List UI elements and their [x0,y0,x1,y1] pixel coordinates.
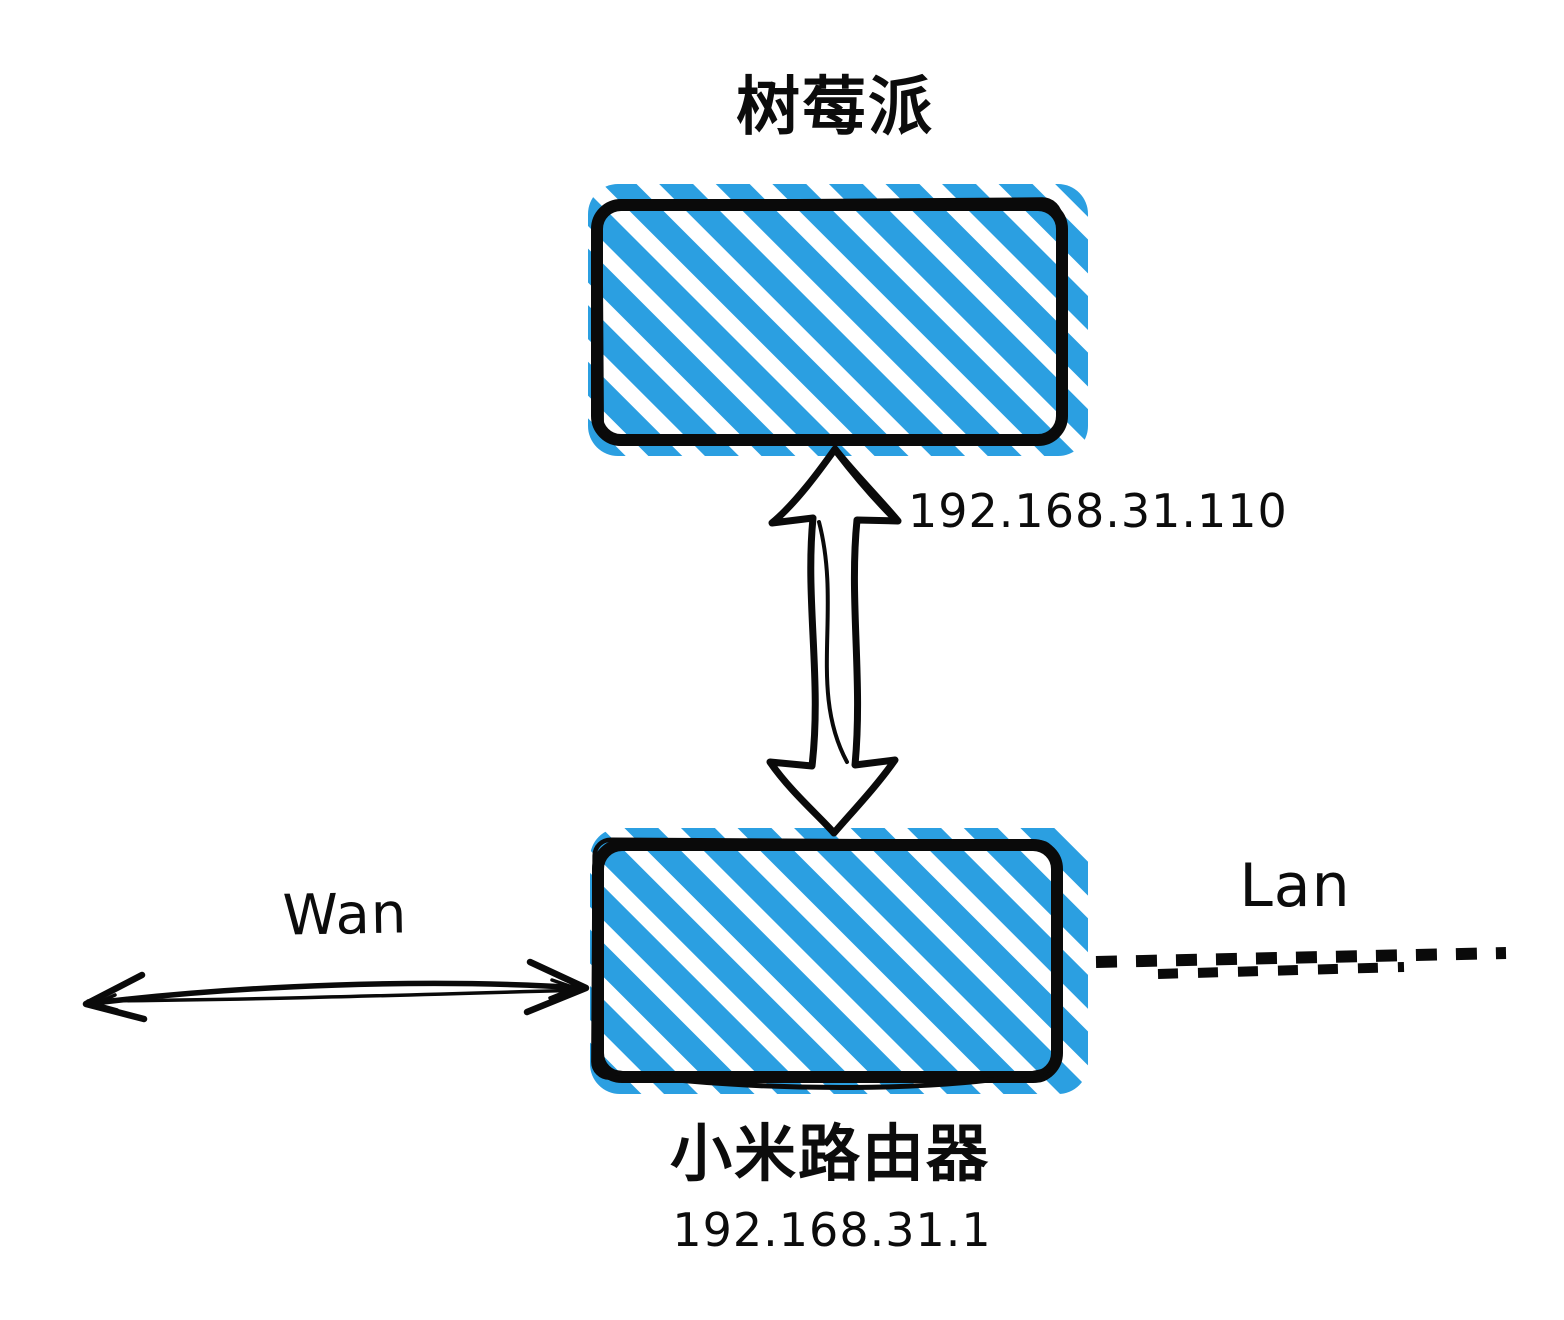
xiaomi-router-label: 小米路由器 [669,1117,991,1190]
lan-dashed-line [1095,947,1507,979]
wan-arrow [82,958,590,1023]
wan-arrowhead-right [523,958,590,1016]
xiaomi-router-box [590,828,1088,1094]
xiaomi-router-box-fill [590,828,1088,1094]
raspberry-pi-box [588,184,1088,456]
double-arrow-icon [766,445,902,837]
lan-label: Lan [1239,851,1351,921]
router-ip-label: 192.168.31.1 [672,1203,992,1257]
raspberry-pi-label: 树莓派 [736,71,934,145]
wan-arrowhead-left [82,971,148,1023]
link-ip-label: 192.168.31.110 [908,484,1288,538]
raspberry-pi-box-fill [588,184,1088,456]
pi-router-arrow [766,445,902,837]
wan-label: Wan [282,881,408,949]
